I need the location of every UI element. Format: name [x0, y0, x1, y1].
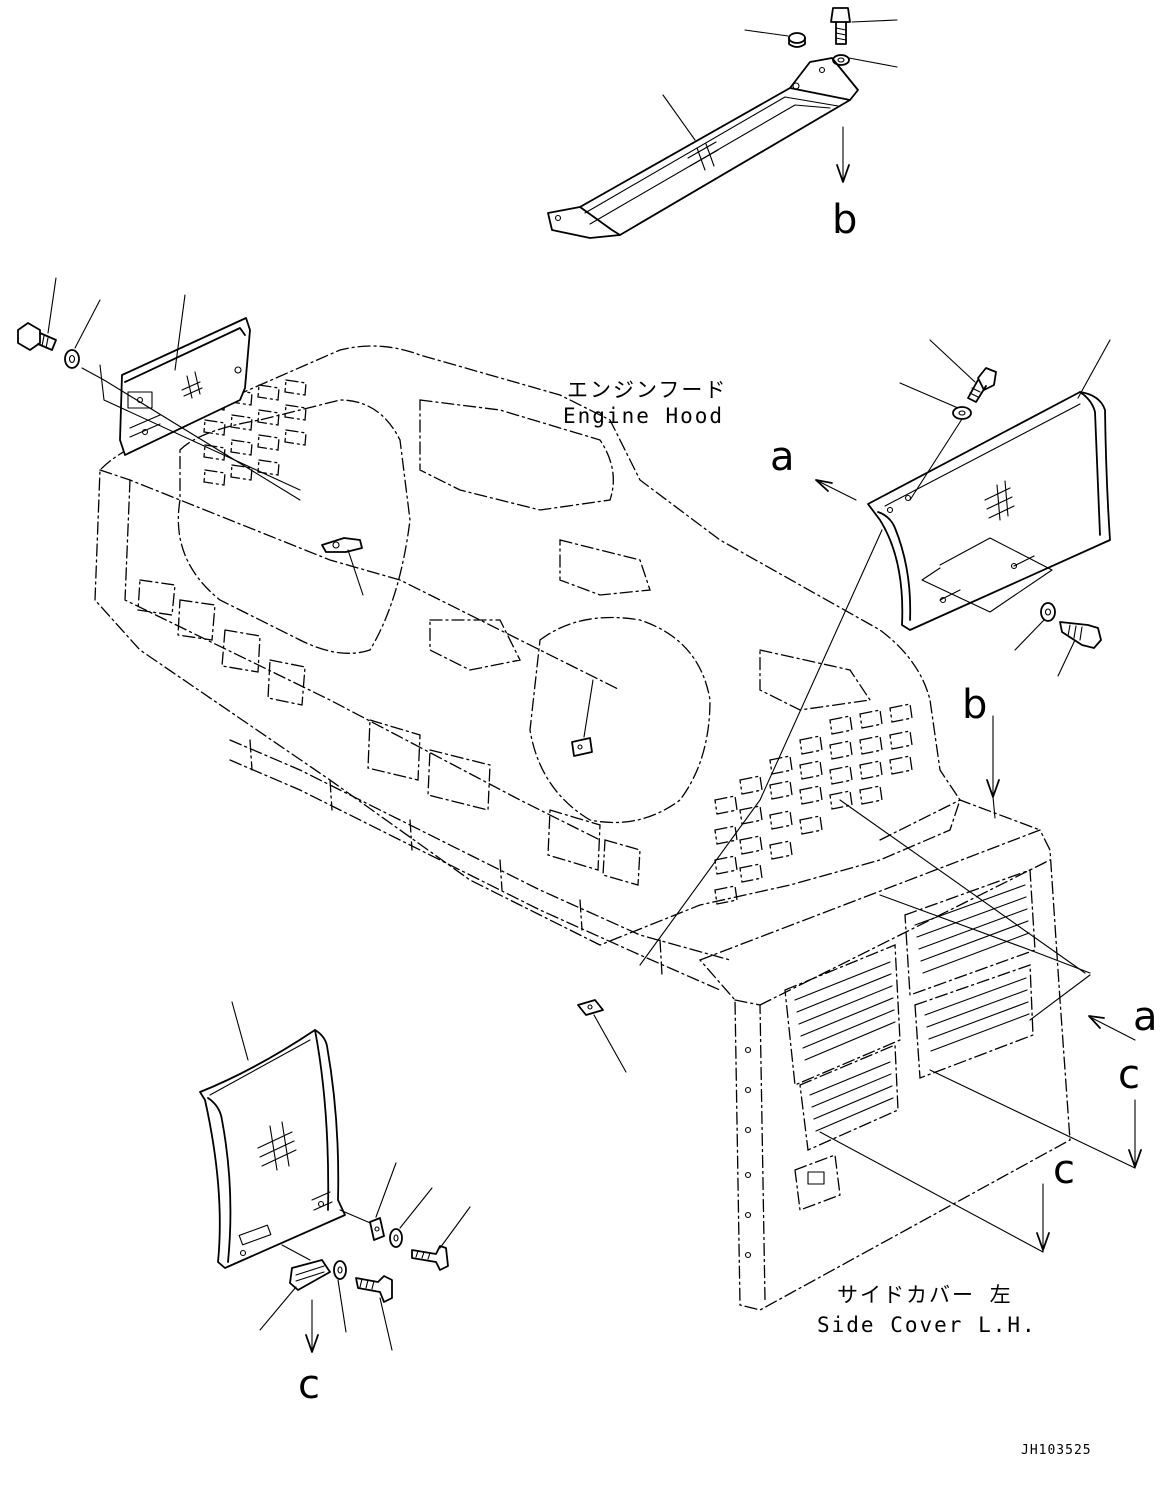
- lower-left-cover: [199, 1001, 376, 1269]
- engine-hood: [94, 345, 961, 991]
- view-marker-c-right-top: c: [1118, 1052, 1140, 1098]
- right-fasteners: [899, 339, 1102, 677]
- view-marker-a-right: a: [1133, 994, 1158, 1040]
- view-marker-b-top: b: [832, 197, 857, 243]
- engine-hood-label-en: Engine Hood: [563, 404, 724, 428]
- left-fasteners: [17, 277, 301, 501]
- view-marker-c-bottom-left: c: [298, 1362, 320, 1408]
- view-marker-b-right: b: [962, 682, 987, 728]
- frame-clip: [577, 999, 627, 1073]
- drawing-code: JH103525: [1021, 1443, 1092, 1458]
- hood-clip-left: [321, 537, 364, 596]
- lower-fasteners: c: [259, 1162, 471, 1408]
- side-cover-lh: [698, 799, 1071, 1311]
- top-plate-part: [547, 57, 859, 239]
- engine-hood-label-jp: エンジンフード: [567, 378, 727, 402]
- top-fasteners: [744, 7, 898, 68]
- side-cover-label-en: Side Cover L.H.: [817, 1313, 1037, 1337]
- view-marker-c-right-bottom: c: [1053, 1147, 1075, 1193]
- side-cover-label-jp: サイドカバー 左: [837, 1283, 1013, 1307]
- view-marker-a-top: a: [770, 434, 795, 480]
- right-curved-cover: [639, 339, 1111, 966]
- hood-clip-center: [571, 679, 594, 757]
- left-cover-plate: [119, 294, 251, 456]
